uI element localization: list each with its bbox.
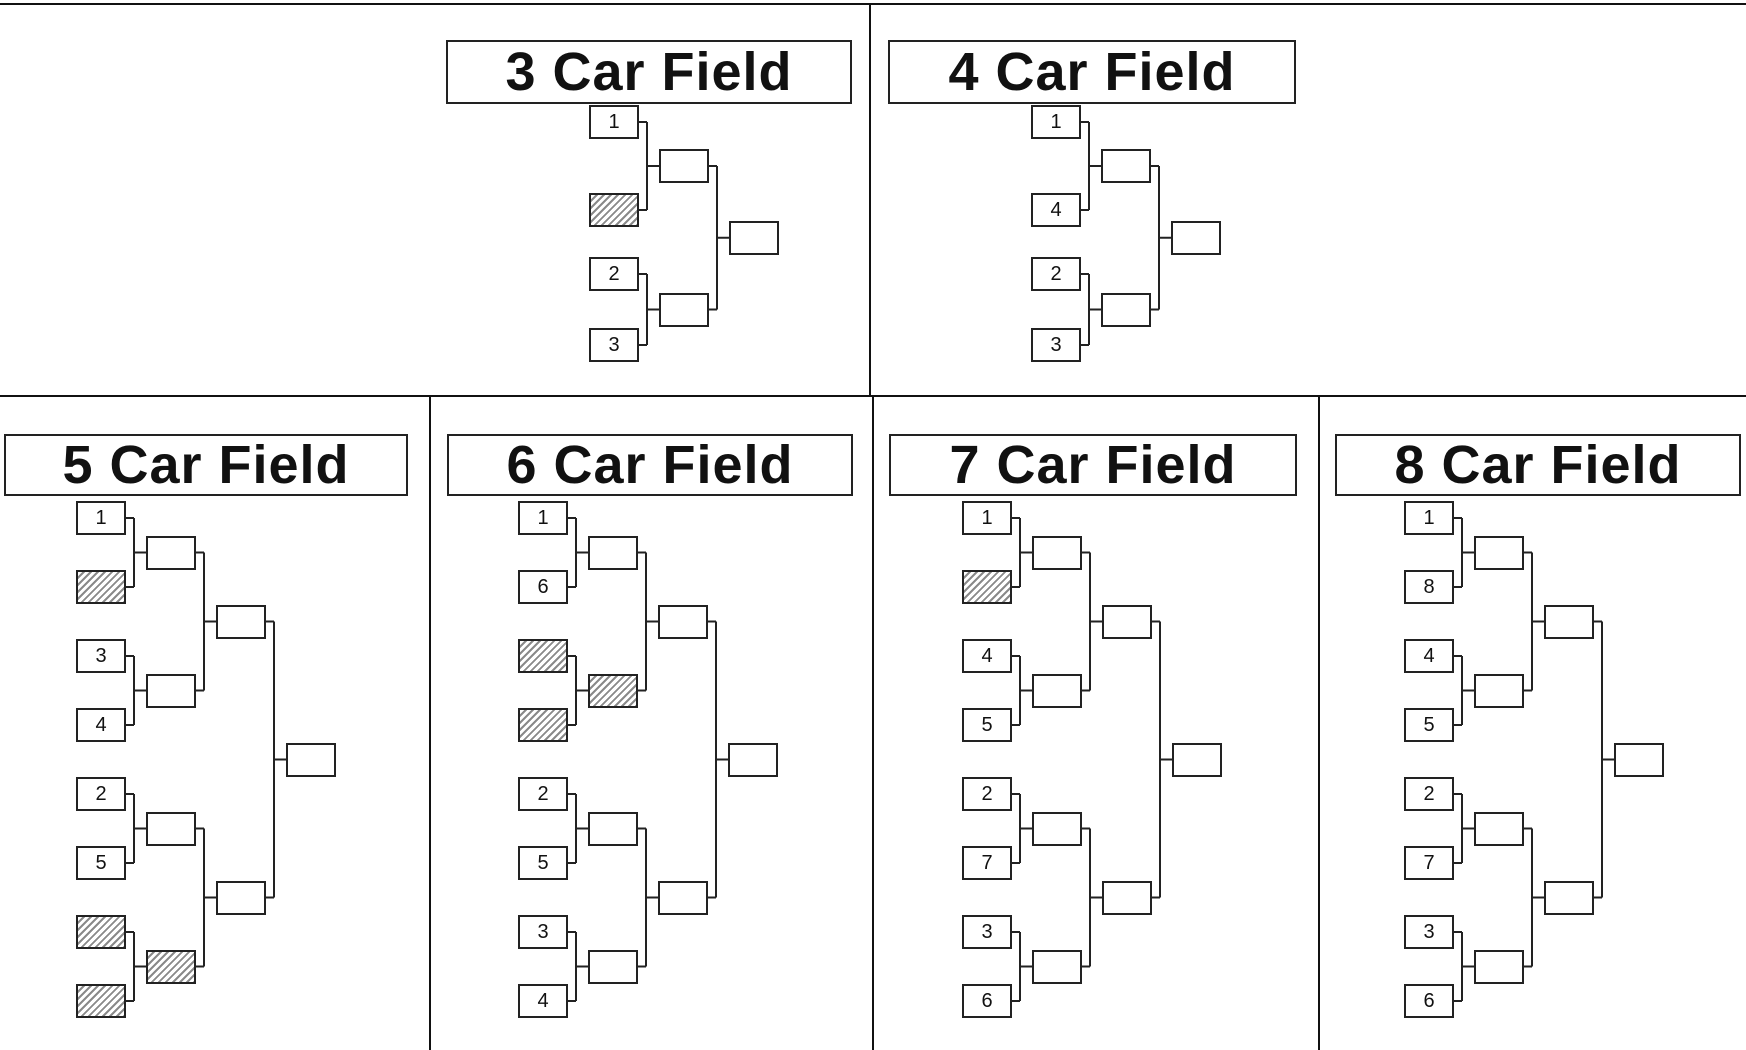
result-slot bbox=[216, 880, 266, 915]
seed-slot: 6 bbox=[1404, 984, 1454, 1018]
bye-slot bbox=[962, 570, 1012, 604]
result-slot bbox=[588, 535, 638, 570]
bottom-divider-2 bbox=[872, 396, 874, 1050]
bracket-title: 5 Car Field bbox=[4, 434, 408, 496]
result-slot bbox=[1032, 811, 1082, 846]
seed-slot: 4 bbox=[76, 708, 126, 742]
result-slot bbox=[146, 673, 196, 708]
result-slot bbox=[588, 811, 638, 846]
bye-slot bbox=[76, 915, 126, 949]
result-slot bbox=[1101, 292, 1151, 327]
seed-slot: 2 bbox=[589, 257, 639, 291]
bottom-divider-3 bbox=[1318, 396, 1320, 1050]
result-slot bbox=[1032, 673, 1082, 708]
seed-slot: 1 bbox=[1031, 105, 1081, 139]
bracket-title: 4 Car Field bbox=[888, 40, 1296, 104]
seed-slot: 5 bbox=[518, 846, 568, 880]
result-slot bbox=[1544, 604, 1594, 639]
result-slot bbox=[1474, 811, 1524, 846]
bye-slot bbox=[146, 949, 196, 984]
seed-slot: 4 bbox=[518, 984, 568, 1018]
seed-slot: 5 bbox=[76, 846, 126, 880]
bye-slot bbox=[588, 673, 638, 708]
seed-slot: 3 bbox=[589, 328, 639, 362]
seed-slot: 1 bbox=[589, 105, 639, 139]
result-slot bbox=[146, 535, 196, 570]
seed-slot: 3 bbox=[1404, 915, 1454, 949]
result-slot bbox=[1102, 604, 1152, 639]
bye-slot bbox=[589, 193, 639, 227]
result-slot bbox=[146, 811, 196, 846]
result-slot bbox=[728, 742, 778, 777]
bracket-title: 8 Car Field bbox=[1335, 434, 1741, 496]
seed-slot: 1 bbox=[518, 501, 568, 535]
result-slot bbox=[1474, 535, 1524, 570]
result-slot bbox=[1172, 742, 1222, 777]
bracket-title: 7 Car Field bbox=[889, 434, 1297, 496]
result-slot bbox=[1032, 535, 1082, 570]
seed-slot: 4 bbox=[962, 639, 1012, 673]
bye-slot bbox=[518, 639, 568, 673]
bottom-divider-1 bbox=[429, 396, 431, 1050]
result-slot bbox=[659, 292, 709, 327]
result-slot bbox=[1032, 949, 1082, 984]
seed-slot: 1 bbox=[962, 501, 1012, 535]
result-slot bbox=[1101, 149, 1151, 183]
seed-slot: 8 bbox=[1404, 570, 1454, 604]
bye-slot bbox=[76, 984, 126, 1018]
result-slot bbox=[1474, 673, 1524, 708]
result-slot bbox=[659, 149, 709, 183]
seed-slot: 3 bbox=[76, 639, 126, 673]
seed-slot: 4 bbox=[1404, 639, 1454, 673]
seed-slot: 3 bbox=[518, 915, 568, 949]
result-slot bbox=[658, 604, 708, 639]
result-slot bbox=[729, 220, 779, 255]
seed-slot: 3 bbox=[1031, 328, 1081, 362]
result-slot bbox=[1544, 880, 1594, 915]
seed-slot: 1 bbox=[76, 501, 126, 535]
seed-slot: 2 bbox=[518, 777, 568, 811]
seed-slot: 7 bbox=[962, 846, 1012, 880]
seed-slot: 2 bbox=[962, 777, 1012, 811]
result-slot bbox=[588, 949, 638, 984]
seed-slot: 4 bbox=[1031, 193, 1081, 227]
seed-slot: 2 bbox=[76, 777, 126, 811]
seed-slot: 6 bbox=[518, 570, 568, 604]
seed-slot: 3 bbox=[962, 915, 1012, 949]
result-slot bbox=[286, 742, 336, 777]
result-slot bbox=[658, 880, 708, 915]
result-slot bbox=[1102, 880, 1152, 915]
result-slot bbox=[216, 604, 266, 639]
seed-slot: 2 bbox=[1404, 777, 1454, 811]
result-slot bbox=[1171, 220, 1221, 255]
seed-slot: 7 bbox=[1404, 846, 1454, 880]
seed-slot: 1 bbox=[1404, 501, 1454, 535]
seed-slot: 2 bbox=[1031, 257, 1081, 291]
bye-slot bbox=[76, 570, 126, 604]
result-slot bbox=[1474, 949, 1524, 984]
result-slot bbox=[1614, 742, 1664, 777]
seed-slot: 6 bbox=[962, 984, 1012, 1018]
bracket-title: 6 Car Field bbox=[447, 434, 853, 496]
top-center-divider bbox=[869, 4, 871, 396]
bracket-title: 3 Car Field bbox=[446, 40, 852, 104]
seed-slot: 5 bbox=[1404, 708, 1454, 742]
top-border bbox=[0, 3, 1746, 5]
seed-slot: 5 bbox=[962, 708, 1012, 742]
bye-slot bbox=[518, 708, 568, 742]
